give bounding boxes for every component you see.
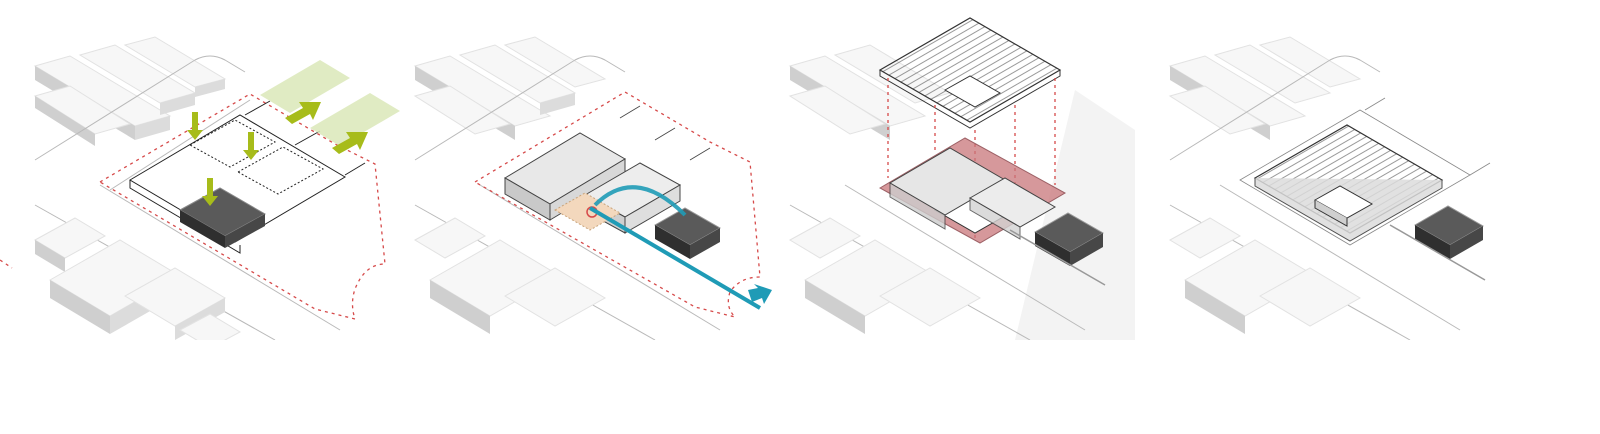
dark-building-block (653, 207, 722, 259)
completed-building (1253, 124, 1444, 242)
arrow-diag-1 (285, 102, 321, 124)
arrow-diag-2 (332, 132, 368, 154)
courtyard-opening (1313, 185, 1374, 219)
access-road (1009, 229, 1106, 286)
panel-3-svg (788, 17, 1135, 340)
diagram-panel-3 (785, 0, 1165, 340)
dark-building-block (1413, 205, 1485, 259)
arrow-down-1 (187, 112, 203, 140)
context-buildings-bottom (1168, 217, 1361, 334)
roof-courtyard-opening (943, 75, 1002, 108)
site-boundary (98, 93, 386, 320)
diagram-panel-4 (1165, 0, 1545, 340)
context-buildings-bottom (413, 217, 606, 334)
ground-shadow (1015, 90, 1135, 340)
arrow-down-3 (202, 178, 218, 206)
green-arrows (187, 102, 368, 206)
context-buildings-bottom (33, 217, 242, 340)
context-buildings-top (788, 44, 952, 140)
panel-2-svg (413, 36, 772, 340)
site-lot-lines (619, 105, 711, 161)
translucent-volumes (889, 147, 1057, 240)
exploded-roof-plane (878, 17, 1062, 129)
diagram-panel-1 (30, 0, 410, 340)
green-wind-bands (260, 60, 400, 146)
context-buildings-top (33, 36, 227, 146)
panel-4-svg (1168, 36, 1491, 340)
access-road (1389, 224, 1486, 281)
left-edge-boundary-fragment (0, 259, 13, 269)
site-boundary (473, 91, 761, 319)
site-lot-lines (1239, 97, 1491, 246)
arrow-down-2 (243, 132, 259, 160)
blue-circulation-path (588, 185, 762, 310)
context-buildings-top (413, 36, 607, 140)
panel-1-svg (33, 36, 400, 340)
blue-entry-arrow (748, 284, 772, 304)
context-buildings-bottom (788, 217, 981, 334)
context-buildings-top (1168, 36, 1362, 140)
dark-building-block (178, 187, 267, 248)
diagram-panel-2 (410, 0, 790, 340)
dark-building-block (1033, 212, 1105, 266)
